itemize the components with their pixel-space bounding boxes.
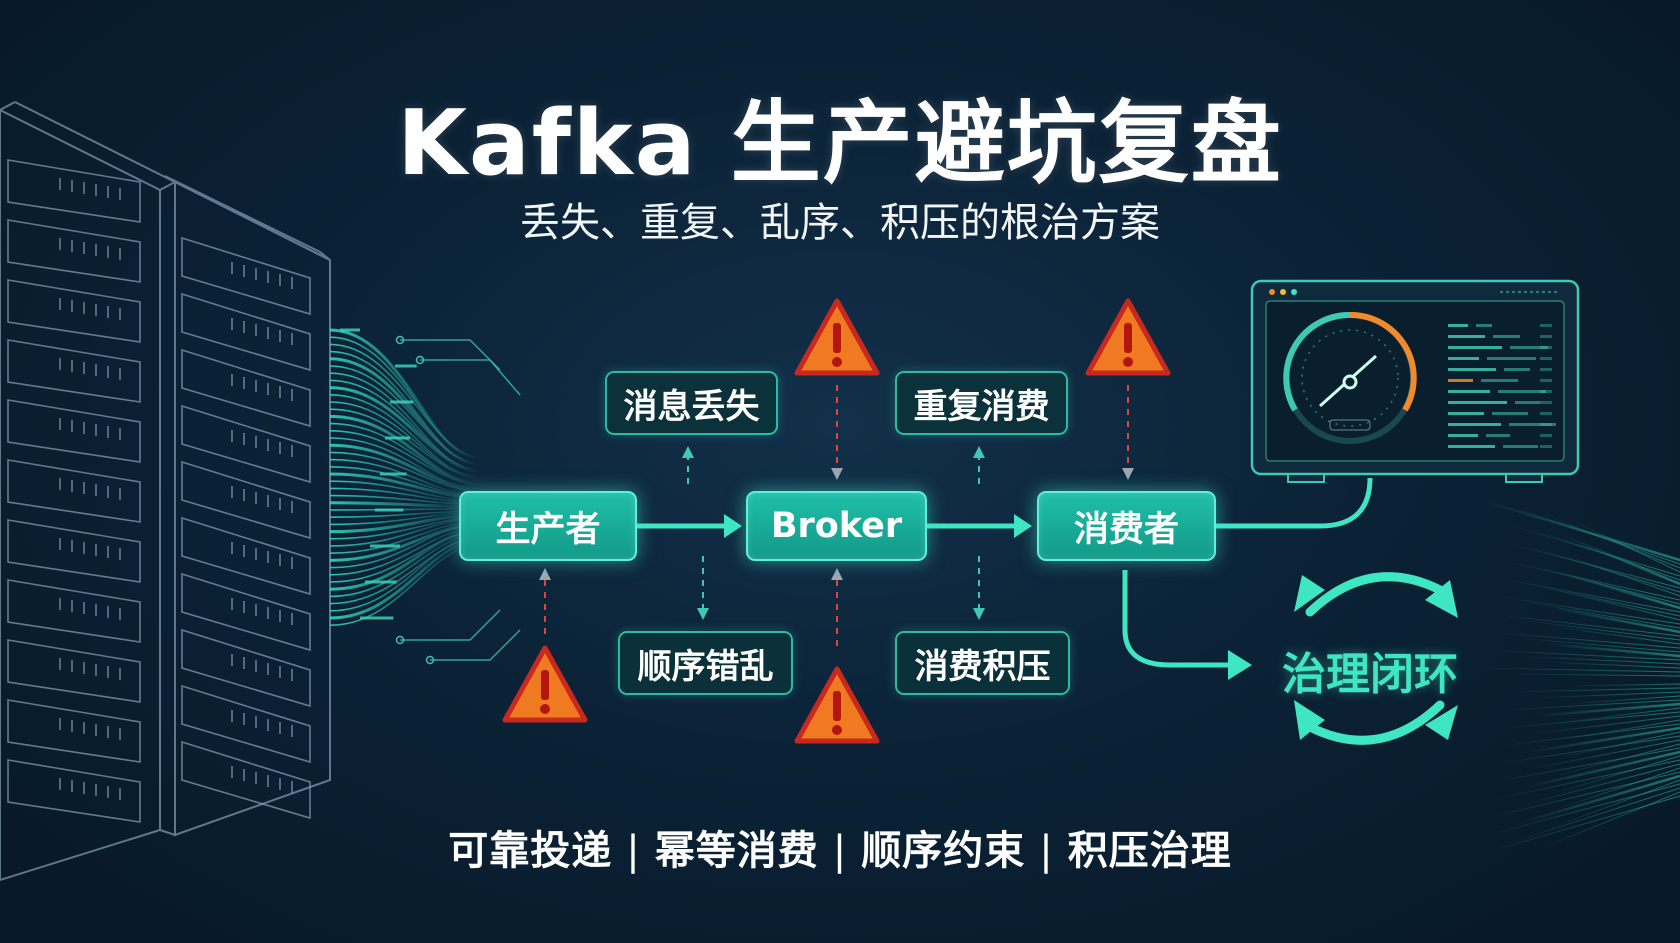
separator: | [832, 828, 848, 874]
consumer-node: 消费者 [1037, 491, 1216, 561]
cycle-arrows-icon [1305, 572, 1445, 745]
warning-icon [502, 645, 588, 723]
warning-icon [794, 666, 880, 744]
page-title: Kafka 生产避坑复盘 [397, 91, 1283, 196]
producer-node: 生产者 [459, 491, 637, 561]
tag-reliable-delivery: 可靠投递 [448, 828, 613, 874]
warning-icon [1085, 298, 1171, 376]
gauge-icon [1283, 311, 1417, 444]
separator: | [1039, 828, 1054, 874]
page-subtitle: 丢失、重复、乱序、积压的根治方案 [520, 200, 1160, 246]
server-rack-icon [0, 101, 331, 882]
broker-node: Broker [746, 491, 927, 561]
separator: | [626, 828, 641, 874]
issue-message-loss: 消息丢失 [605, 371, 778, 435]
governance-loop-label: 治理闭环 [1282, 649, 1458, 700]
tag-idempotent-consumption: 幂等消费 [654, 828, 819, 874]
issue-duplicate-consumption: 重复消费 [895, 371, 1068, 435]
tag-backlog-governance: 积压治理 [1067, 828, 1232, 874]
data-stream-right [1479, 498, 1680, 855]
issue-consumption-backlog: 消费积压 [895, 631, 1070, 695]
warning-icon [794, 298, 880, 376]
bottom-tagline: 可靠投递 | 幂等消费 | 顺序约束 | 积压治理 [0, 818, 1680, 876]
flow-arrows [637, 477, 1373, 668]
issue-order-disorder: 顺序错乱 [618, 631, 793, 695]
tag-order-constraint: 顺序约束 [861, 828, 1026, 874]
